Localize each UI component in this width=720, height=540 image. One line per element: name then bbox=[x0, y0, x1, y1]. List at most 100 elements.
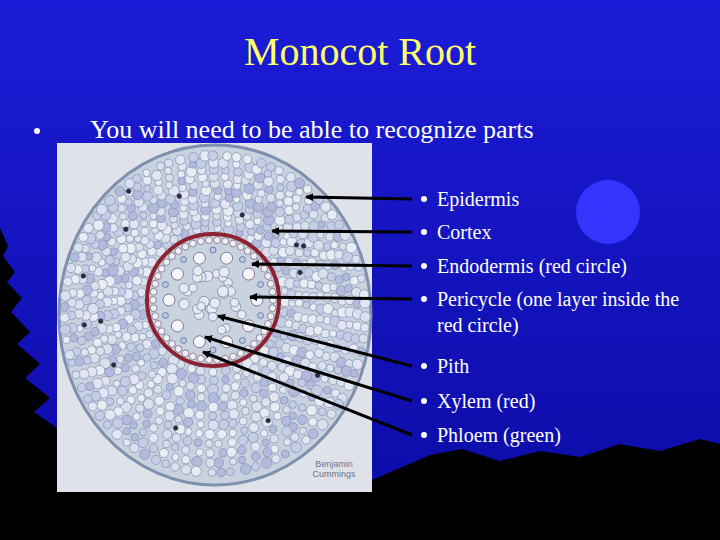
cell bbox=[275, 207, 285, 217]
cell bbox=[261, 458, 272, 469]
cell bbox=[309, 221, 319, 231]
cell bbox=[260, 389, 268, 397]
cell bbox=[120, 376, 130, 386]
cell bbox=[190, 240, 197, 247]
cell bbox=[99, 319, 103, 323]
cell bbox=[288, 300, 295, 307]
cell bbox=[141, 236, 149, 244]
cell bbox=[74, 243, 84, 253]
cell bbox=[123, 227, 132, 236]
cell bbox=[206, 357, 213, 364]
cell bbox=[177, 194, 181, 198]
cell bbox=[238, 456, 245, 463]
cell bbox=[281, 450, 289, 458]
cell bbox=[126, 282, 133, 289]
cell bbox=[262, 398, 271, 407]
cell bbox=[171, 463, 180, 472]
cell bbox=[214, 237, 221, 244]
cell bbox=[265, 321, 272, 328]
cell bbox=[197, 421, 204, 428]
cell bbox=[295, 299, 303, 307]
cell bbox=[155, 321, 162, 328]
cell bbox=[147, 381, 155, 389]
cell bbox=[309, 210, 318, 219]
cell bbox=[241, 407, 249, 415]
cell bbox=[244, 248, 251, 255]
cell bbox=[81, 274, 85, 278]
cell bbox=[327, 210, 337, 220]
cell bbox=[195, 430, 203, 438]
bullet bbox=[421, 229, 427, 235]
cell bbox=[174, 426, 178, 430]
cell bbox=[124, 354, 133, 363]
cell bbox=[197, 401, 207, 411]
cell bbox=[276, 175, 284, 183]
cell bbox=[331, 241, 339, 249]
cell bbox=[60, 324, 71, 335]
leader-line bbox=[250, 297, 412, 299]
cell bbox=[158, 265, 165, 272]
cell bbox=[155, 273, 162, 280]
cell bbox=[299, 427, 306, 434]
cell bbox=[218, 402, 227, 411]
cell bbox=[63, 277, 72, 286]
moon bbox=[576, 180, 640, 244]
cell bbox=[118, 204, 126, 212]
bullet bbox=[421, 398, 427, 404]
cell bbox=[66, 263, 75, 272]
cell bbox=[171, 443, 179, 451]
cell bbox=[93, 220, 104, 231]
cell bbox=[251, 341, 258, 348]
cell bbox=[266, 194, 275, 203]
cell bbox=[81, 348, 89, 356]
cell bbox=[217, 429, 227, 439]
cell bbox=[169, 341, 176, 348]
cell bbox=[298, 270, 302, 274]
leader-line bbox=[272, 231, 412, 232]
cell bbox=[285, 320, 293, 328]
cell bbox=[307, 405, 318, 416]
cell bbox=[144, 389, 153, 398]
cell bbox=[295, 249, 303, 257]
cell bbox=[60, 313, 69, 322]
cell bbox=[228, 438, 237, 447]
cell bbox=[339, 243, 346, 250]
cell bbox=[346, 321, 354, 329]
cell bbox=[156, 407, 164, 415]
cell bbox=[93, 338, 102, 347]
cell bbox=[206, 237, 213, 244]
cell bbox=[60, 291, 71, 302]
cell bbox=[149, 433, 158, 442]
cell bbox=[157, 162, 165, 170]
cell bbox=[112, 363, 116, 367]
cell bbox=[63, 336, 71, 344]
cell bbox=[175, 416, 182, 423]
part-label: Phloem (green) bbox=[437, 422, 697, 448]
cell bbox=[190, 353, 197, 360]
cell bbox=[148, 370, 156, 378]
cell bbox=[195, 411, 204, 420]
cell bbox=[279, 386, 286, 393]
cell bbox=[245, 220, 254, 229]
cell bbox=[182, 446, 190, 454]
cell bbox=[140, 449, 150, 459]
cell bbox=[238, 435, 248, 445]
cell bbox=[82, 323, 86, 327]
cell bbox=[256, 158, 266, 168]
cell bbox=[189, 152, 199, 162]
cell bbox=[239, 338, 245, 344]
cell bbox=[267, 313, 274, 320]
part-label: Endodermis (red circle) bbox=[437, 253, 697, 279]
cell bbox=[327, 273, 335, 281]
cell bbox=[358, 275, 366, 283]
cell bbox=[115, 186, 125, 196]
cell bbox=[162, 460, 170, 468]
cell bbox=[150, 361, 158, 369]
cell bbox=[237, 243, 244, 250]
cell bbox=[318, 362, 327, 371]
cell bbox=[269, 392, 279, 402]
cell bbox=[226, 468, 234, 476]
cell bbox=[79, 232, 88, 241]
cell bbox=[152, 170, 162, 180]
cell bbox=[150, 444, 158, 452]
